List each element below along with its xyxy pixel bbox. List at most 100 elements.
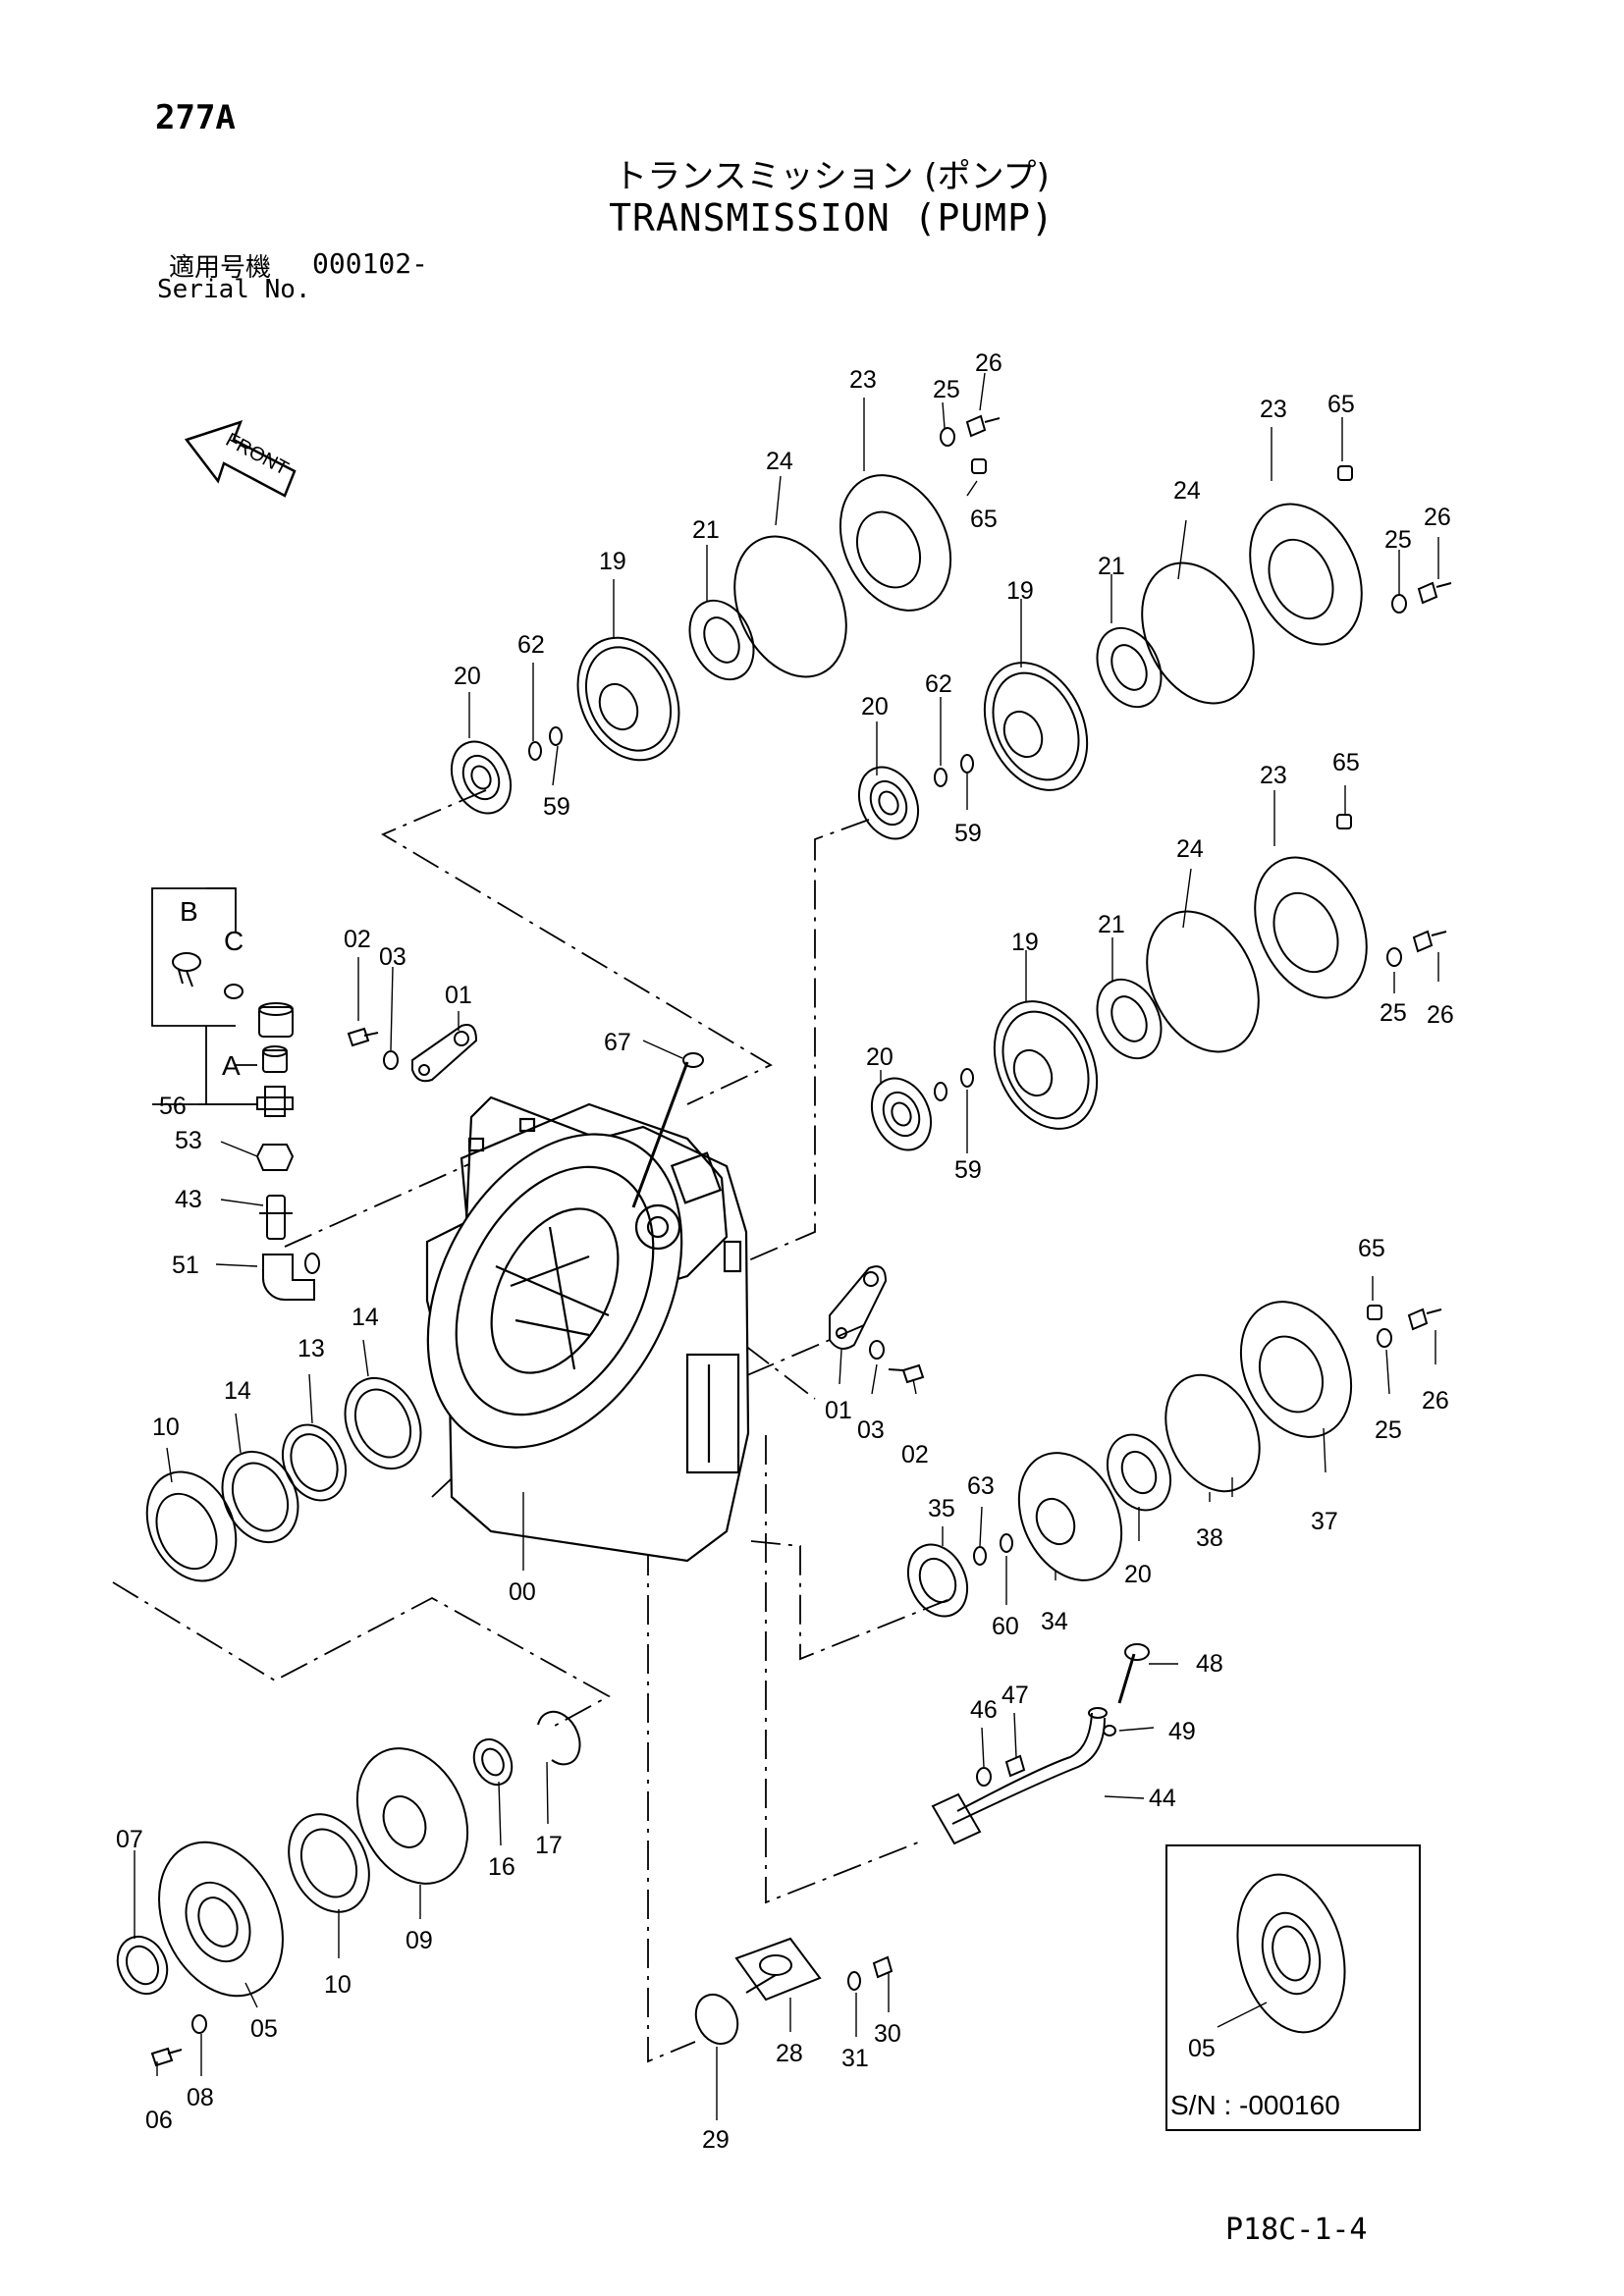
callout-label: 21: [1098, 553, 1125, 580]
kit-bracket: [151, 887, 257, 1105]
callout-label: 62: [925, 670, 952, 698]
callout-label: 56: [159, 1093, 187, 1120]
callout-label: 05: [1188, 2035, 1216, 2062]
bottom-cover-28: [694, 1937, 893, 2046]
callout-label: 21: [1098, 911, 1125, 938]
callout-label: 30: [874, 2020, 901, 2048]
callout-label: 26: [975, 349, 1002, 377]
leader-lines: [134, 372, 1439, 2120]
callout-label: 34: [1041, 1608, 1068, 1635]
callout-label: 37: [1311, 1508, 1338, 1535]
callout-label: 09: [406, 1927, 433, 1954]
bracket-01-upper: [411, 1024, 478, 1083]
callout-label: 48: [1196, 1650, 1223, 1678]
callout-label: 20: [454, 663, 481, 690]
callout-label: 20: [1124, 1561, 1152, 1588]
callout-label: B: [180, 896, 198, 927]
upper-gear-group-2: [857, 465, 1452, 840]
callout-label: 59: [954, 820, 982, 847]
callout-label: 19: [1006, 577, 1034, 605]
callout-label: 35: [928, 1495, 955, 1522]
callout-label: 65: [970, 506, 998, 533]
lower-right-gear-group: [906, 1301, 1442, 1618]
upper-gear-group-1: [450, 414, 1001, 815]
serial-label-english: Serial No.: [157, 275, 311, 304]
callout-label: 59: [543, 793, 570, 821]
middle-gear-group: [870, 814, 1447, 1151]
callout-label: 02: [344, 926, 371, 953]
callout-label: 62: [517, 631, 545, 659]
front-arrow: FRONT: [184, 419, 297, 498]
callout-label: 26: [1427, 1001, 1454, 1029]
callout-label: 19: [599, 548, 626, 575]
callout-label: 29: [702, 2126, 730, 2154]
page-number: 277A: [155, 98, 236, 137]
callout-label: 14: [224, 1377, 251, 1405]
inset-box: S/N : -000160: [1165, 1844, 1421, 2131]
callout-label: 23: [1260, 396, 1287, 423]
callout-label: 53: [175, 1127, 202, 1154]
callout-label: 00: [509, 1578, 536, 1606]
callout-label: 59: [954, 1156, 982, 1184]
callout-label: 10: [152, 1414, 180, 1441]
callout-labels: 23 26 25 65 24 21 19 62 20 59 23 65 24 2…: [116, 349, 1454, 2154]
serial-label-japanese: 適用号機: [169, 253, 272, 283]
callout-label: 47: [1001, 1682, 1029, 1709]
callout-label: 25: [933, 376, 960, 403]
title-japanese: トランスミッション (ポンプ): [614, 157, 1050, 196]
callout-label: 23: [1260, 762, 1287, 789]
callout-label: 07: [116, 1826, 143, 1853]
callout-label: 44: [1149, 1785, 1176, 1812]
callout-label: A: [222, 1050, 241, 1081]
callout-label: 16: [488, 1853, 515, 1881]
callout-label: 38: [1196, 1524, 1223, 1552]
footer-code: P18C-1-4: [1225, 2213, 1368, 2247]
bolts-02-washers-03: [347, 1027, 925, 1384]
callout-label: 20: [861, 693, 889, 721]
callout-label: 19: [1011, 929, 1039, 956]
callout-label: 10: [324, 1971, 352, 1999]
callout-label: 13: [298, 1335, 325, 1362]
callout-label: 24: [1176, 835, 1204, 863]
callout-label: 26: [1422, 1387, 1449, 1415]
callout-label: 60: [992, 1613, 1019, 1640]
callout-label: 67: [604, 1029, 631, 1056]
callout-label: 21: [692, 516, 720, 544]
callout-label: 46: [970, 1696, 998, 1724]
callout-label: 06: [145, 2107, 173, 2134]
callout-label: 25: [1375, 1416, 1402, 1444]
rod-67: [631, 1052, 704, 1208]
callout-label: 17: [535, 1832, 563, 1859]
callout-label: 51: [172, 1252, 199, 1279]
callout-label: 01: [825, 1397, 852, 1424]
callout-label: 63: [967, 1472, 995, 1500]
housing-00: [425, 1095, 750, 1563]
title-english: TRANSMISSION (PUMP): [609, 196, 1055, 240]
callout-label: 31: [841, 2045, 869, 2072]
callout-label: 65: [1358, 1235, 1385, 1262]
callout-label: 05: [250, 2015, 278, 2043]
callout-label: 02: [901, 1441, 929, 1468]
callout-label: 26: [1424, 504, 1451, 531]
callout-label: 08: [187, 2084, 214, 2111]
bracket-01-lower: [829, 1265, 888, 1350]
bottom-left-assembly: [116, 1710, 581, 2067]
callout-label: 65: [1327, 391, 1355, 418]
callout-label: C: [224, 926, 244, 956]
callout-label: 25: [1384, 526, 1412, 554]
callout-label: 14: [352, 1304, 379, 1331]
callout-label: 65: [1332, 749, 1360, 776]
callout-label: 03: [379, 943, 406, 971]
kit-parts: [172, 952, 320, 1301]
callout-label: 01: [445, 982, 472, 1009]
pipe-44-assembly: [931, 1643, 1150, 1845]
callout-label: 03: [857, 1416, 885, 1444]
callout-label: 24: [766, 448, 793, 475]
callout-label: 20: [866, 1043, 893, 1071]
callout-label: 23: [849, 366, 877, 394]
inset-label: S/N : -000160: [1170, 2090, 1340, 2120]
callout-label: 25: [1380, 999, 1407, 1027]
serial-value: 000102-: [312, 247, 429, 280]
left-seals: [145, 1376, 422, 1582]
